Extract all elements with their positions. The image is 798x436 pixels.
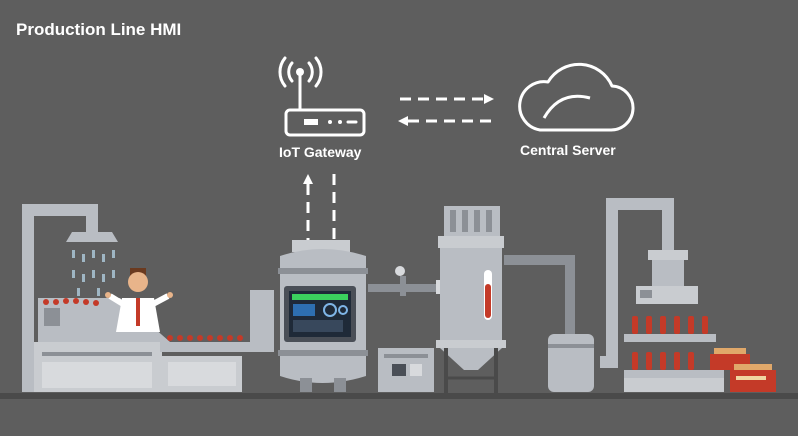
tank: [436, 206, 506, 393]
gateway-cloud-arrows: [398, 94, 494, 126]
washing-station: [22, 204, 250, 392]
operator-figure: [105, 268, 173, 332]
page-title: Production Line HMI: [16, 20, 182, 39]
central-server-label: Central Server: [520, 142, 616, 158]
bottling-pipe: [600, 198, 674, 368]
iot-gateway-label: IoT Gateway: [279, 144, 362, 160]
hmi-machine: [250, 240, 368, 392]
control-box: [378, 348, 434, 392]
conveyor-bottles: [43, 298, 243, 341]
router-icon: [278, 56, 366, 137]
cloud-icon: [518, 62, 635, 132]
cooler-tank: [548, 334, 594, 392]
cloud-inner-stroke: [542, 94, 591, 119]
floor-line: [0, 393, 798, 399]
bottling-station: [624, 250, 776, 392]
tank-pipe: [504, 255, 575, 334]
connecting-pipe: [368, 266, 442, 296]
